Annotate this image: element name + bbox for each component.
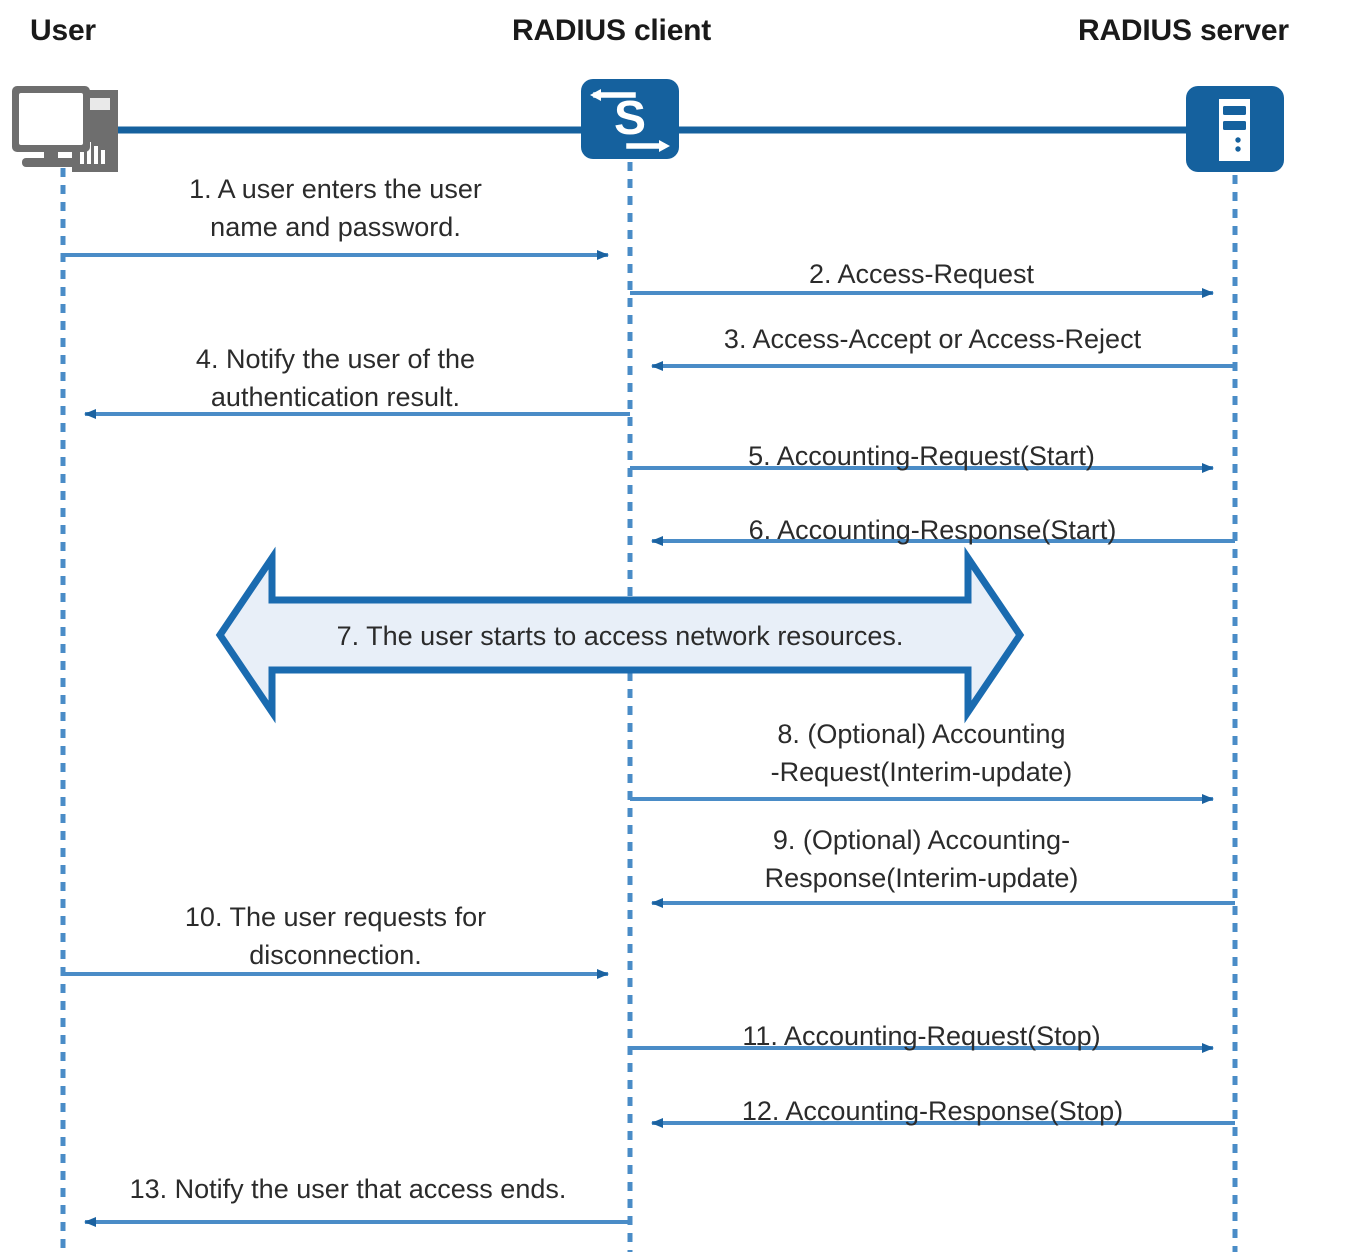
message-label-8: 8. (Optional) Accounting -Request(Interi… xyxy=(770,719,1073,788)
message-label-10: 10. The user requests for disconnection. xyxy=(184,902,487,971)
actor-title-user: User xyxy=(30,14,96,47)
message-label-9: 9. (Optional) Accounting- Response(Inter… xyxy=(764,825,1079,894)
desktop-computer-icon xyxy=(12,86,118,172)
lifelines xyxy=(60,162,1238,1252)
message-label-13: 13. Notify the user that access ends. xyxy=(129,1174,567,1204)
message-label-3: 3. Access-Accept or Access-Reject xyxy=(723,324,1142,354)
message-label-6: 6. Accounting-Response(Start) xyxy=(748,515,1117,545)
switch-icon: S xyxy=(581,79,679,159)
message-label-11: 11. Accounting-Request(Stop) xyxy=(742,1021,1101,1051)
message-arrows xyxy=(63,250,1235,1227)
actor-title-radius-client: RADIUS client xyxy=(512,14,712,47)
svg-text:S: S xyxy=(614,92,646,145)
server-tower-icon xyxy=(1186,86,1284,172)
bidirectional-callout-shape xyxy=(215,546,1025,724)
message-label-4: 4. Notify the user of the authentication… xyxy=(195,344,476,413)
message-label-2: 2. Access-Request xyxy=(808,259,1035,289)
message-label-5: 5. Accounting-Request(Start) xyxy=(748,441,1095,471)
actor-title-radius-server: RADIUS server xyxy=(1078,14,1289,47)
message-label-12: 12. Accounting-Response(Stop) xyxy=(741,1096,1124,1126)
message-label-1: 1. A user enters the user name and passw… xyxy=(189,174,482,243)
callout-label-7: 7. The user starts to access network res… xyxy=(336,621,904,651)
